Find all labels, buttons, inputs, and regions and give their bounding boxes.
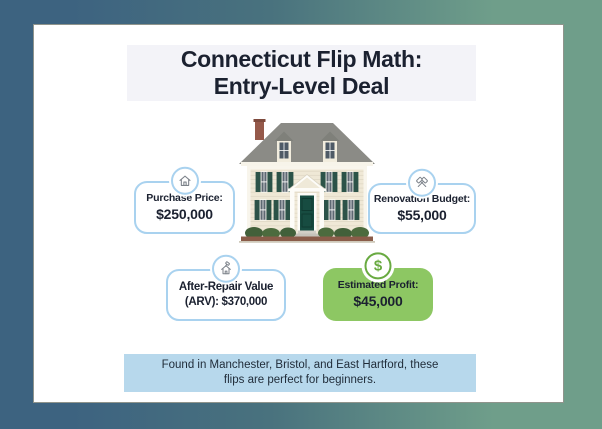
arv-value: (ARV): $370,000	[184, 296, 268, 308]
crossed-hammers-icon	[416, 176, 428, 188]
renovation-budget-label: Renovation Budget:	[373, 193, 471, 205]
callout-estimated-profit: $ Estimated Profit: $45,000	[323, 252, 433, 321]
footer-banner-text: Found in Manchester, Bristol, and East H…	[162, 358, 439, 388]
callout-renovation-budget: Renovation Budget: $55,000	[368, 168, 476, 234]
estimated-profit-label: Estimated Profit:	[337, 279, 419, 291]
house-icon	[178, 175, 191, 186]
dollar-coin-icon: $	[373, 257, 383, 275]
callout-purchase-price: Purchase Price: $250,000	[134, 166, 235, 234]
purchase-price-value: $250,000	[156, 206, 213, 222]
renovation-budget-value: $55,000	[397, 207, 447, 223]
house-repair-icon	[221, 261, 231, 275]
renovation-budget-badge	[408, 168, 436, 197]
estimated-profit-value: $45,000	[353, 293, 403, 309]
footer-line-1: Found in Manchester, Bristol, and East H…	[161, 359, 439, 371]
arv-label: After-Repair Value	[178, 281, 274, 293]
infographic-card: Connecticut Flip Math:Entry-Level Deal	[33, 24, 564, 403]
estimated-profit-badge: $	[364, 252, 392, 280]
callout-after-repair-value: After-Repair Value (ARV): $370,000	[166, 254, 286, 321]
page-title: Connecticut Flip Math:Entry-Level Deal	[180, 46, 423, 100]
title-block: Connecticut Flip Math:Entry-Level Deal	[127, 45, 476, 101]
footer-banner: Found in Manchester, Bristol, and East H…	[124, 354, 476, 392]
purchase-price-label: Purchase Price:	[146, 192, 223, 204]
colonial-house-photo	[239, 119, 375, 243]
arv-badge	[212, 254, 240, 283]
title-line-1: Connecticut Flip Math:	[180, 46, 423, 72]
title-line-2: Entry-Level Deal	[213, 73, 390, 99]
purchase-price-badge	[170, 166, 199, 195]
footer-line-2: flips are perfect for beginners.	[223, 374, 377, 386]
